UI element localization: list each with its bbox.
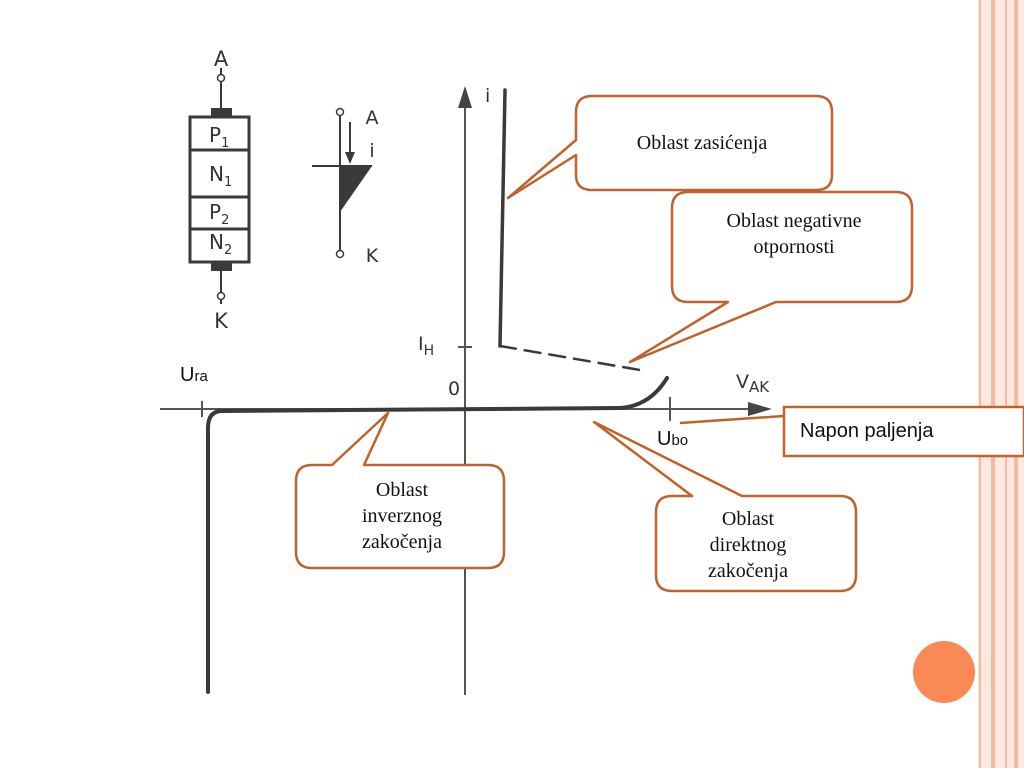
accent-circle (913, 641, 975, 703)
layer-n1-sub: 1 (224, 175, 232, 190)
layer-n2: N2 (209, 230, 232, 258)
svg-text:P2: P2 (209, 200, 229, 228)
symbol-anode-label: A (366, 107, 379, 129)
svg-text:N1: N1 (209, 162, 232, 190)
ubo-sub: bo (671, 432, 689, 449)
voltage-axis-sub: AK (749, 378, 770, 396)
callout-forward-blocking-text: Oblast direktnog zakočenja (708, 508, 788, 582)
origin-label: 0 (448, 378, 460, 400)
side-stripes (978, 0, 1024, 768)
svg-text:P1: P1 (209, 123, 229, 151)
symbol-cathode-label: K (366, 245, 379, 267)
ubo-main: U (657, 428, 672, 450)
layer-p2-sub: 2 (221, 213, 229, 228)
thyristor-layer-structure (188, 68, 251, 304)
current-axis-arrow (458, 86, 472, 108)
callout-saturation-box (506, 94, 834, 200)
cathode-label: K (214, 309, 229, 333)
voltage-axis-letter: V (736, 371, 749, 393)
svg-text:N2: N2 (209, 230, 232, 258)
firing-voltage-text: Napon paljenja (800, 420, 934, 442)
layer-n1-letter: N (209, 162, 224, 186)
current-axis-label: i (485, 85, 490, 107)
layer-p1-sub: 1 (221, 136, 229, 151)
callout-reverse-blocking-text: Oblast inverznog zakočenja (362, 479, 442, 553)
ubo-label: Ubo (657, 428, 688, 451)
characteristic-curve (206, 88, 669, 694)
ura-main: U (180, 364, 195, 386)
anode-label: A (214, 47, 229, 71)
symbol-current-label: i (369, 140, 374, 162)
voltage-axis-arrow (748, 402, 772, 416)
layer-p2-letter: P (209, 200, 221, 224)
layer-p2: P2 (209, 200, 229, 228)
reverse-blocking-branch (206, 406, 622, 694)
layer-n1: N1 (209, 162, 232, 190)
ura-label: Ura (180, 364, 208, 387)
callout-forward-blocking-box (592, 420, 858, 593)
layer-p1: P1 (209, 123, 229, 151)
holding-current-letter: I (418, 333, 424, 355)
layer-p1-letter: P (209, 123, 221, 147)
callout-negative-resistance-box (628, 190, 914, 364)
forward-blocking-branch (618, 376, 669, 410)
holding-current-sub: H (424, 343, 435, 359)
holding-current-label: IH (418, 333, 434, 359)
thyristor-symbol (312, 107, 372, 259)
callout-negative-resistance-text: Oblast negativne otpornosti (726, 210, 862, 258)
voltage-axis-label: VAK (736, 371, 770, 396)
callout-reverse-blocking-box (294, 411, 506, 570)
ura-sub: ra (194, 368, 208, 385)
layer-n2-letter: N (209, 230, 224, 254)
negative-resistance-branch (498, 344, 642, 372)
current-axis (458, 86, 472, 695)
layer-n2-sub: 2 (224, 243, 232, 258)
saturation-branch (498, 88, 507, 348)
callout-saturation-text: Oblast zasićenja (636, 132, 768, 154)
firing-voltage-box (679, 405, 1024, 458)
